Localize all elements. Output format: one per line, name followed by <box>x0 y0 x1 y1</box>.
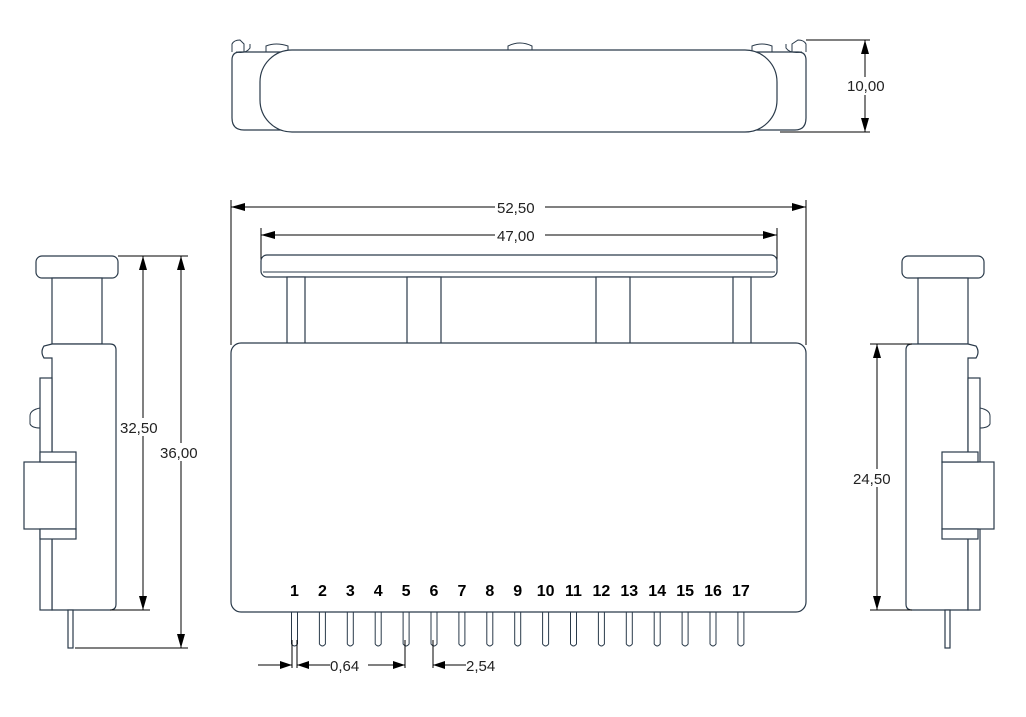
pin-group <box>291 612 745 647</box>
pin-label: 16 <box>704 583 722 600</box>
pin <box>486 612 494 647</box>
pin <box>430 612 438 647</box>
pin <box>570 612 577 647</box>
dim-overall-width: 52,50 <box>497 200 535 217</box>
left-side-view: 32,50 36,00 <box>23 255 206 649</box>
pin <box>514 612 522 647</box>
pin <box>653 612 661 647</box>
pin-label: 2 <box>318 583 327 600</box>
pin-label: 11 <box>565 583 582 600</box>
pin-label: 3 <box>346 583 355 600</box>
pin <box>402 612 410 647</box>
pin <box>597 612 605 647</box>
pin-label: 10 <box>537 583 555 600</box>
pin-label: 15 <box>676 583 694 600</box>
dim-left-height-inner: 32,50 <box>120 420 158 437</box>
dim-pin-width: 0,64 <box>330 658 359 675</box>
pin <box>346 612 354 647</box>
pin <box>374 612 382 647</box>
dim-inner-width: 47,00 <box>497 228 535 245</box>
pin <box>681 612 689 647</box>
dim-pin-pitch: 2,54 <box>466 658 495 675</box>
pin <box>709 612 717 647</box>
pin-label: 5 <box>402 583 411 600</box>
dim-height-top-view: 10,00 <box>847 78 885 95</box>
pin-label: 1 <box>290 583 299 600</box>
pin <box>318 612 326 647</box>
pin-label: 6 <box>430 583 439 600</box>
pin-label: 12 <box>593 583 611 600</box>
pin-label: 17 <box>732 583 750 600</box>
top-view: 10,00 <box>231 39 887 133</box>
pin <box>625 612 633 647</box>
pin-label: 14 <box>648 583 666 600</box>
pin-label: 9 <box>513 583 522 600</box>
pin-label: 13 <box>620 583 638 600</box>
right-side-view: 24,50 <box>851 255 995 649</box>
pin <box>737 612 745 647</box>
dim-right-height: 24,50 <box>853 471 891 488</box>
pin <box>542 612 550 647</box>
pin <box>458 612 466 647</box>
pin-label: 8 <box>485 583 494 600</box>
pin-label: 4 <box>374 583 383 600</box>
pin-label: 7 <box>457 583 466 600</box>
dim-left-height-overall: 36,00 <box>160 445 198 462</box>
